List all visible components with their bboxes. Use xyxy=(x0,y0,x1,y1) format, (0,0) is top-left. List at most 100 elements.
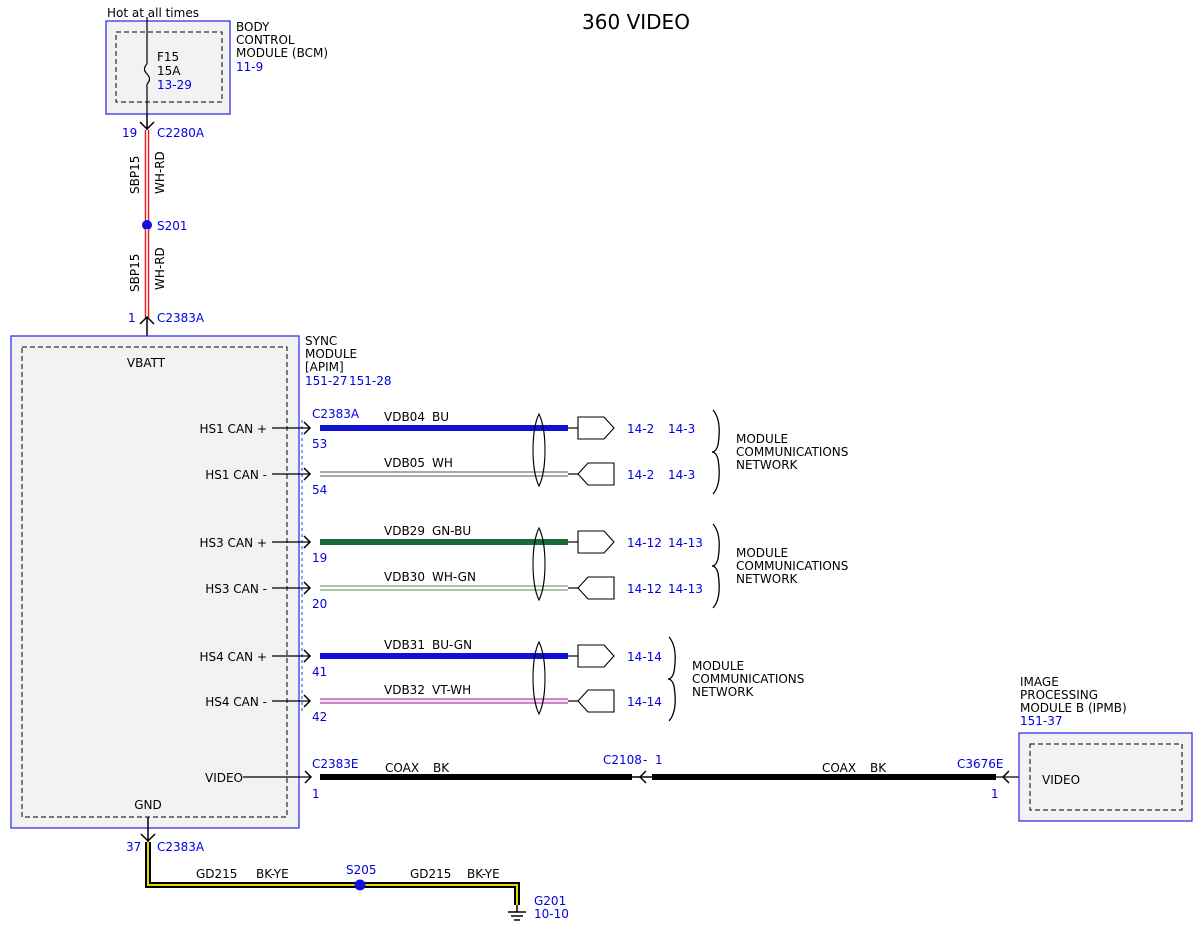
can-ref1: 14-2 xyxy=(627,422,654,436)
network-1-line3: NETWORK xyxy=(736,458,799,472)
can-circuit: VDB05 xyxy=(384,456,425,470)
can-wire-color: BU-GN xyxy=(432,638,472,652)
inline-connector-dash: - xyxy=(643,753,647,767)
sync-inner-box xyxy=(21,346,288,818)
can-circuit: VDB04 xyxy=(384,410,425,424)
can-pin: 41 xyxy=(312,665,327,679)
ipmb-video-label: VIDEO xyxy=(1042,773,1080,787)
video-link: C2383E 1 COAX BK C2108 - 1 COAX BK C3676… xyxy=(243,753,1030,801)
network-2-line2: COMMUNICATIONS xyxy=(736,559,848,573)
fuse-rating: 15A xyxy=(157,64,181,78)
splice-s201-dot xyxy=(142,220,152,230)
can-ref1: 14-14 xyxy=(627,695,662,709)
connector-arrow-icon xyxy=(303,421,312,435)
can-ref2: 14-3 xyxy=(668,468,695,482)
c2280a-id: C2280A xyxy=(157,126,205,140)
network-1-line2: COMMUNICATIONS xyxy=(736,445,848,459)
brace-icon xyxy=(667,636,676,722)
sync-gnd-label: GND xyxy=(134,798,162,812)
c2280a-pin: 19 xyxy=(122,126,137,140)
ground-connector-id: C2383A xyxy=(157,840,205,854)
network-2-line3: NETWORK xyxy=(736,572,799,586)
inline-connector-arrow-icon xyxy=(638,770,647,784)
sync-vbatt-label: VBATT xyxy=(127,356,166,370)
connector-arrow-icon xyxy=(303,581,312,595)
coax-right-color: BK xyxy=(870,761,887,775)
network-group-3: MODULE COMMUNICATIONS NETWORK xyxy=(667,636,804,722)
twist-hs3-icon xyxy=(532,526,546,602)
bcm-inner-box xyxy=(115,31,223,103)
ipmb-inner-box xyxy=(1029,743,1183,811)
sync-name-line2: MODULE xyxy=(305,347,357,361)
can-ref2: 14-13 xyxy=(668,582,703,596)
network-connector-icon xyxy=(577,644,615,668)
coax-left-circuit: COAX xyxy=(385,761,419,775)
ipmb-name-line1: IMAGE xyxy=(1020,675,1059,689)
connector-arrow-icon xyxy=(1001,770,1010,784)
connector-c2383a-vbatt: 1 C2383A xyxy=(128,311,205,345)
bcm-ref: 11-9 xyxy=(236,60,263,74)
network-3-line1: MODULE xyxy=(692,659,744,673)
can-wire-color: WH-GN xyxy=(432,570,476,584)
can-wire-color: BU xyxy=(432,410,449,424)
brace-icon xyxy=(711,523,720,609)
wire-upper-circuit: SBP15 xyxy=(128,156,142,194)
bcm-module: Hot at all times BODY CONTROL MODULE (BC… xyxy=(105,6,328,115)
ground-wire-right-circuit: GD215 xyxy=(410,867,451,881)
network-3-line2: COMMUNICATIONS xyxy=(692,672,804,686)
bcm-box xyxy=(105,20,231,115)
wire-sbp15-upper: SBP15 WH-RD xyxy=(128,130,167,222)
can-signal-label: HS4 CAN - xyxy=(205,695,267,709)
fuse-ref: 13-29 xyxy=(157,78,192,92)
network-3-line3: NETWORK xyxy=(692,685,755,699)
connector-arrow-icon xyxy=(303,649,312,663)
twist-hs1-icon xyxy=(532,412,546,488)
connector-c2280a: 19 C2280A xyxy=(122,114,205,140)
coax-left-color: BK xyxy=(433,761,450,775)
sync-box xyxy=(10,335,300,829)
ipmb-name-line3: MODULE B (IPMB) xyxy=(1020,701,1127,715)
network-connector-icon xyxy=(577,576,615,600)
ipmb-module: IMAGE PROCESSING MODULE B (IPMB) 151-37 … xyxy=(1018,675,1193,822)
can-signal-label: HS3 CAN - xyxy=(205,582,267,596)
ground-ref: 10-10 xyxy=(534,907,569,921)
network-2-line1: MODULE xyxy=(736,546,788,560)
ipmb-name-line2: PROCESSING xyxy=(1020,688,1098,702)
bcm-name-line1: BODY xyxy=(236,20,270,34)
ground-id: G201 xyxy=(534,894,566,908)
splice-s205-dot xyxy=(354,879,366,891)
can-ref1: 14-12 xyxy=(627,536,662,550)
can-pin: 53 xyxy=(312,437,327,451)
can-pin: 42 xyxy=(312,710,327,724)
twist-hs4-icon xyxy=(532,640,546,716)
inline-connector-pin: 1 xyxy=(655,753,663,767)
sync-name-line3: [APIM] xyxy=(305,360,344,374)
ipmb-box xyxy=(1018,732,1193,822)
can-pin: 54 xyxy=(312,483,327,497)
wire-lower-circuit: SBP15 xyxy=(128,254,142,292)
network-1-line1: MODULE xyxy=(736,432,788,446)
ipmb-ref: 151-37 xyxy=(1020,714,1063,728)
diagram-title: 360 VIDEO xyxy=(582,10,690,34)
can-pin: 19 xyxy=(312,551,327,565)
can-circuit: VDB32 xyxy=(384,683,425,697)
bcm-name-line2: CONTROL xyxy=(236,33,295,47)
can-wire-color: WH xyxy=(432,456,453,470)
ipmb-connector-pin: 1 xyxy=(991,787,999,801)
sync-ref1: 151-27 xyxy=(305,374,348,388)
ground-wire-stripe xyxy=(147,842,518,905)
can-circuit: VDB29 xyxy=(384,524,425,538)
inline-connector-id: C2108 xyxy=(603,753,642,767)
can-wire-color: GN-BU xyxy=(432,524,471,538)
network-group-2: MODULE COMMUNICATIONS NETWORK xyxy=(711,523,848,609)
splice-s205-label: S205 xyxy=(346,863,377,877)
ground-wire-left-color: BK-YE xyxy=(256,867,289,881)
brace-icon xyxy=(711,409,720,495)
connector-arrow-icon xyxy=(303,535,312,549)
